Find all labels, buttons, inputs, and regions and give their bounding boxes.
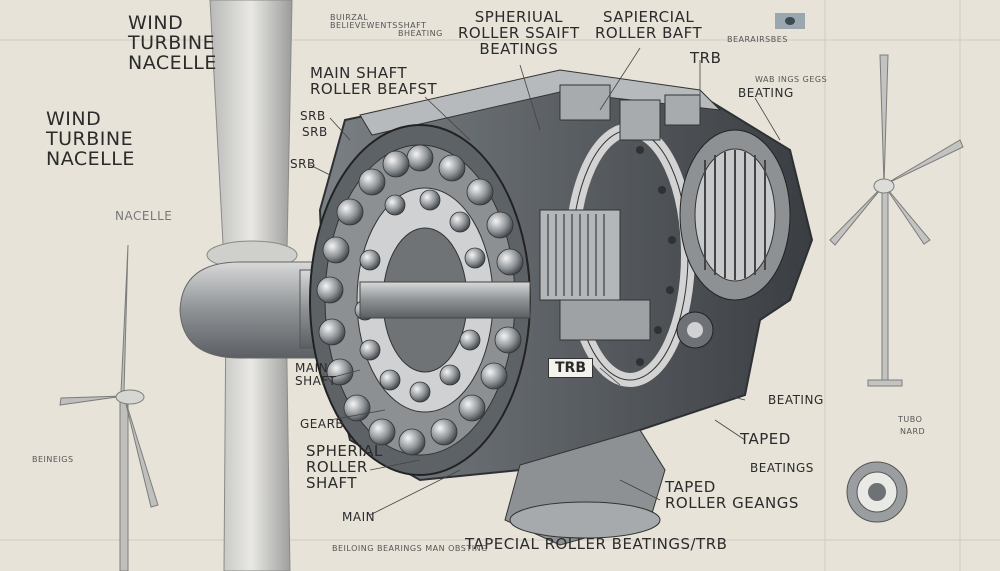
label-small-top-left: BUIRZAL BELIEVEWENTS	[330, 13, 398, 31]
label-bottom-caption: TAPECIAL ROLLER BEATINGS/TRB	[465, 535, 728, 553]
label-small-bottom-strip: BEILOING BEARINGS MAN OBSTING	[332, 544, 488, 553]
bearing-rollers	[316, 144, 526, 456]
label-main-shaft: MAIN SHAFT	[295, 361, 337, 388]
label-nacelle: NACELLE	[115, 209, 173, 223]
label-srb-3: SRB	[290, 157, 316, 171]
label-beating-right: BEATING	[768, 393, 824, 407]
label-main: MAIN	[342, 510, 376, 524]
label-small-top-shaft: SHAFT BHEATING	[398, 21, 443, 39]
label-wind-turbine-nacelle-top: WIND TURBINE NACELLE	[128, 12, 217, 74]
top-equipment	[559, 84, 701, 141]
label-small-turbo: TUBO	[898, 415, 923, 424]
small-turbine-right	[829, 54, 964, 387]
badge-icon	[775, 13, 805, 29]
label-small-wabings: WAB INGS GEGS	[755, 75, 828, 84]
inner-shaft	[359, 281, 531, 319]
small-turbine-left	[59, 244, 159, 571]
gearbox	[539, 129, 791, 349]
label-spherial-roller: SPHERIUAL ROLLER SSAIFT BEATINGS	[458, 8, 580, 58]
tower-flange	[509, 501, 661, 539]
label-beatings-right: BEATINGS	[750, 461, 814, 475]
label-beating-top: BEATING	[738, 86, 794, 100]
bearing-icon	[846, 461, 908, 523]
leader-lines	[309, 47, 781, 516]
label-wind-turbine-nacelle-left: WIND TURBINE NACELLE	[46, 108, 135, 170]
label-small-narb: NARD	[900, 427, 926, 436]
label-srb-2: SRB	[302, 125, 328, 139]
label-gearb: GEARB	[300, 417, 345, 431]
label-trb-top: TRB	[690, 49, 722, 67]
label-sapercial-roller: SAPIERCIAL ROLLER BAFT	[595, 8, 703, 42]
label-trb-center: TRB	[548, 358, 594, 378]
label-taped: TAPED	[740, 430, 791, 448]
label-srb-1: SRB	[300, 109, 326, 123]
label-small-top-right: BEARAIRSBES	[727, 35, 788, 44]
label-taped-roller: TAPED ROLLER GEANGS	[665, 478, 799, 512]
label-spherial-roller-shaft: SPHERIAL ROLLER SHAFT	[306, 442, 383, 492]
label-main-shaft-roller: MAIN SHAFT ROLLER BEAFST	[310, 64, 438, 98]
label-small-bottom-left: BEINEIGS	[32, 455, 74, 464]
nacelle-top-rail	[359, 69, 722, 136]
